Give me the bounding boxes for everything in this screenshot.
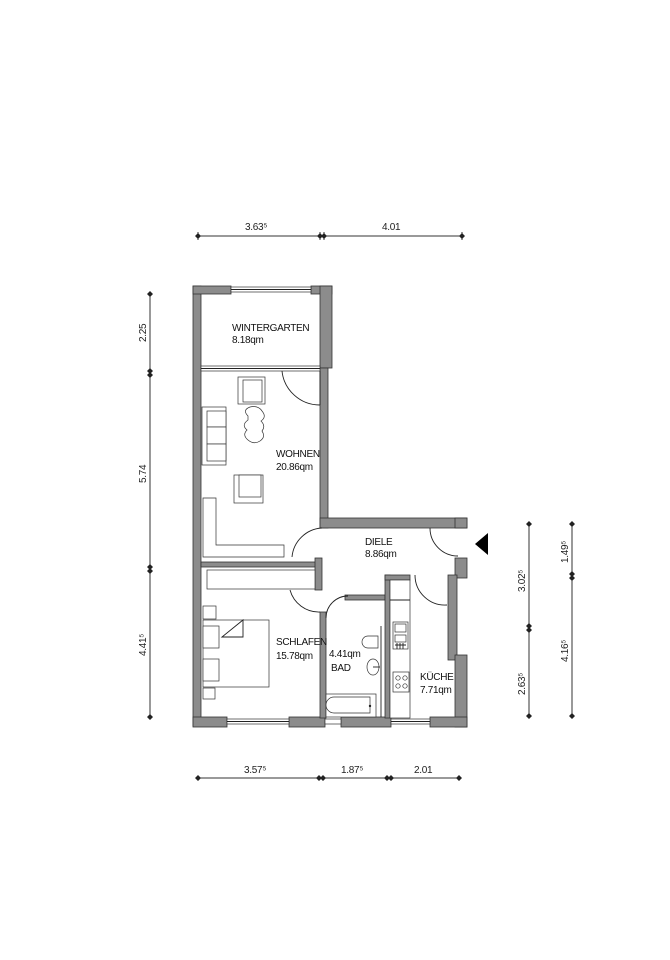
room-label-bad: 4.41qm BAD [329, 649, 361, 674]
furniture-kueche [389, 579, 411, 719]
dim-bottom-3: 2.01 [414, 765, 433, 776]
room-area: 15.78qm [276, 651, 313, 662]
doors [281, 370, 459, 619]
dim-bottom-1: 3.57⁵ [244, 765, 266, 776]
dim-right-outer-2: 4.16⁵ [560, 640, 571, 662]
room-area: 20.86qm [276, 462, 313, 473]
room-label-diele: DIELE 8.86qm [365, 537, 397, 560]
room-name: WOHNEN [276, 449, 320, 460]
room-area: 8.18qm [232, 335, 264, 346]
room-name: BAD [331, 663, 351, 674]
exterior-walls [192, 285, 468, 728]
furniture-bad [325, 626, 382, 718]
room-label-schlafen: SCHLAFEN 15.78qm [276, 637, 327, 662]
dim-left-1: 2.25 [138, 323, 149, 342]
room-area: 7.71qm [420, 685, 452, 696]
room-name: DIELE [365, 537, 393, 548]
room-area: 4.41qm [329, 649, 361, 660]
dim-bottom-2: 1.87⁵ [341, 765, 363, 776]
dimension-left: 2.25 5.74 4.41⁵ [138, 291, 153, 720]
room-name: SCHLAFEN [276, 637, 327, 648]
room-area: 8.86qm [365, 549, 397, 560]
entrance-arrow-icon [475, 533, 488, 555]
dim-right-outer-1: 1.49⁵ [560, 541, 571, 563]
dim-right-inner-2: 2.63⁵ [517, 673, 528, 695]
dimension-top: 3.63⁵ 4.01 [195, 222, 465, 240]
room-label-kueche: KÜCHE 7.71qm [420, 671, 454, 696]
dim-left-2: 5.74 [138, 464, 149, 483]
interior-walls [200, 365, 411, 719]
furniture-schlafen [202, 569, 316, 700]
dimension-right-outer: 1.49⁵ 4.16⁵ [560, 521, 575, 719]
windows [226, 286, 431, 725]
dim-right-inner-1: 3.02⁵ [517, 570, 528, 592]
room-name: KÜCHE [420, 671, 454, 683]
room-label-wohnen: WOHNEN 20.86qm [276, 449, 320, 473]
dim-left-3: 4.41⁵ [138, 634, 149, 656]
dimension-right-inner: 3.02⁵ 2.63⁵ [517, 521, 532, 719]
room-name: WINTERGARTEN [232, 323, 309, 334]
dim-top-1: 3.63⁵ [245, 222, 267, 233]
dimension-bottom: 3.57⁵ 1.87⁵ [195, 765, 462, 781]
room-label-wintergarten: WINTERGARTEN 8.18qm [232, 323, 310, 346]
furniture-wohnen [201, 376, 285, 558]
dim-top-2: 4.01 [382, 222, 401, 233]
